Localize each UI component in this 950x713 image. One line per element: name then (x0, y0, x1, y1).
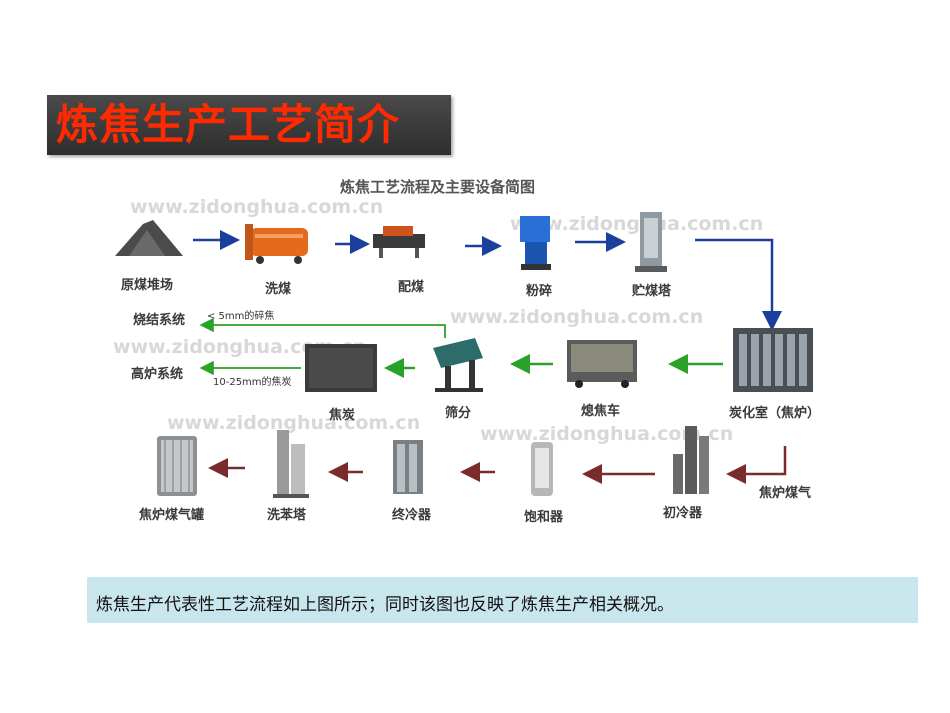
watermark: www.zidonghua.com.cn (510, 213, 764, 235)
primary-cooler-icon (673, 426, 709, 494)
node-coal-washing: 洗煤 (265, 282, 292, 297)
node-benzene-scrubber: 洗苯塔 (267, 508, 307, 523)
caption-box: 炼焦生产代表性工艺流程如上图所示；同时该图也反映了炼焦生产相关概况。 (87, 577, 918, 623)
crusher-icon (520, 216, 551, 270)
saturator-icon (531, 442, 553, 496)
node-blast-furnace: 高炉系统 (131, 367, 184, 382)
node-raw-coal-yard: 原煤堆场 (121, 278, 174, 293)
washing-machine-icon (245, 224, 308, 264)
diagram-title: 炼焦工艺流程及主要设备简图 (340, 178, 536, 196)
node-coal-tower: 贮煤塔 (632, 284, 672, 299)
node-final-cooler: 终冷器 (392, 508, 432, 523)
watermark: www.zidonghua.com.cn (130, 196, 384, 218)
note-sized-coke: 10-25mm的焦炭 (213, 377, 292, 388)
node-crushing: 粉碎 (526, 284, 553, 299)
node-coke-oven-gas: 焦炉煤气 (759, 486, 812, 501)
node-sintering: 烧结系统 (133, 313, 186, 328)
blending-conveyor-icon (373, 226, 425, 258)
node-gas-holder: 焦炉煤气罐 (139, 508, 205, 523)
caption-text: 炼焦生产代表性工艺流程如上图所示；同时该图也反映了炼焦生产相关概况。 (96, 595, 674, 615)
node-coke: 焦炭 (329, 408, 356, 423)
slide-title-banner: 炼焦生产工艺简介 (47, 95, 451, 155)
process-diagram: 炼焦工艺流程及主要设备简图 www.zidonghua.com.cn www.z… (95, 168, 855, 538)
note-fine-coke: < 5mm的碎焦 (207, 311, 275, 322)
node-screening: 筛分 (445, 406, 472, 421)
coal-tower-icon (635, 212, 667, 272)
watermark: www.zidonghua.com.cn (450, 306, 704, 328)
final-cooler-icon (393, 440, 423, 494)
node-coke-car: 熄焦车 (581, 404, 621, 419)
gas-holder-icon (157, 436, 197, 496)
node-primary-cooler: 初冷器 (663, 506, 703, 521)
watermark: www.zidonghua.com.cn (167, 412, 421, 434)
node-saturator: 饱和器 (524, 510, 564, 525)
node-coking-chamber: 炭化室（焦炉） (729, 406, 821, 421)
coal-pile-icon (115, 220, 183, 256)
coke-oven-icon (733, 328, 813, 392)
watermark: www.zidonghua.com.cn (113, 336, 367, 358)
node-coal-blending: 配煤 (398, 280, 425, 295)
slide-title: 炼焦生产工艺简介 (56, 100, 401, 149)
watermark: www.zidonghua.com.cn (480, 423, 734, 445)
coke-pile-icon (305, 344, 377, 392)
benzene-scrubber-icon (273, 430, 309, 498)
quench-car-icon (567, 340, 637, 388)
diagram-graphics (115, 212, 813, 498)
screening-machine-icon (433, 338, 483, 392)
